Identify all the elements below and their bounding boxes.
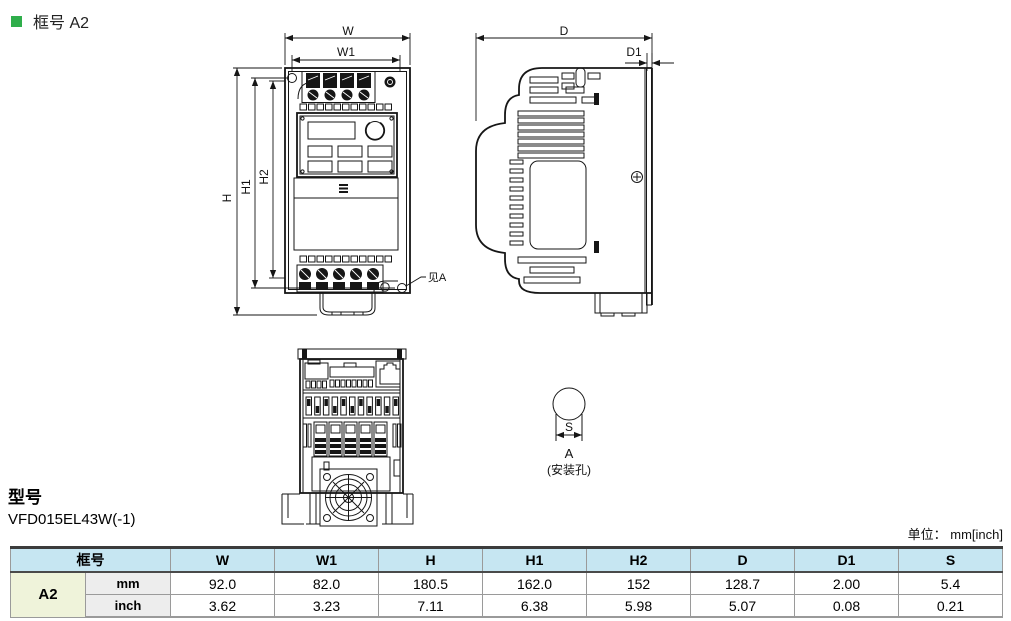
- mounting-hole-bottom: [397, 283, 407, 293]
- vent-row-top: [299, 103, 392, 111]
- table-row-mm: A2 mm 92.0 82.0 180.5 162.0 152 128.7 2.…: [10, 571, 1003, 618]
- col-header-d1: D1: [794, 546, 899, 573]
- model-heading: 型号: [8, 488, 42, 507]
- unit-note: 单位： mm[inch]: [907, 527, 1003, 542]
- unit-cell-mm: mm: [85, 571, 171, 595]
- top-terminal-block: [297, 71, 376, 103]
- dim-h2: H2: [257, 80, 285, 279]
- dim-label-h: H: [222, 194, 234, 203]
- table-row-inch: inch 3.62 3.23 7.11 6.38 5.98 5.07 0.08 …: [11, 594, 1003, 618]
- pot-knob-icon: [384, 76, 396, 88]
- drive-front-body: 见A: [284, 67, 447, 316]
- col-header-h2: H2: [586, 546, 691, 573]
- din-clip: [561, 67, 601, 90]
- keypad-display: [307, 121, 356, 140]
- value-mm-d: 128.7: [690, 571, 795, 595]
- bottom-protrusion: [319, 292, 376, 316]
- value-inch-h1: 6.38: [482, 594, 587, 618]
- dim-s: S: [556, 420, 582, 439]
- col-header-w1: W1: [274, 546, 379, 573]
- keypad-dial: [364, 121, 386, 141]
- model-block: 型号 VFD015EL43W(-1): [8, 483, 136, 528]
- mounting-hole-top: [287, 73, 297, 83]
- value-inch-h2: 5.98: [586, 594, 691, 618]
- value-inch-w: 3.62: [170, 594, 275, 618]
- unit-cell-inch: inch: [85, 594, 171, 618]
- value-inch-d: 5.07: [690, 594, 795, 618]
- side-view-drawing: D D1: [475, 25, 674, 317]
- value-mm-h: 180.5: [378, 571, 483, 595]
- hole-label-a: A: [565, 446, 574, 461]
- dim-label-d: D: [560, 25, 569, 38]
- col-header-frame: 框号: [10, 546, 171, 573]
- value-mm-h2: 152: [586, 571, 691, 595]
- bottom-view-drawing: [281, 348, 414, 527]
- vent-row-bottom: [299, 255, 392, 263]
- front-view-drawing: W W1 H H1 H2: [222, 25, 447, 316]
- keypad-buttons: [307, 145, 393, 173]
- value-mm-s: 5.4: [898, 571, 1003, 595]
- drive-side-body: [475, 67, 653, 317]
- square-bullet-icon: [11, 15, 22, 27]
- frame-title-label: 框号 A2: [33, 15, 90, 32]
- col-header-s: S: [898, 546, 1003, 573]
- power-terminals: [302, 421, 402, 457]
- dimension-table: 框号 W W1 H H1 H2 D D1 S A2 mm 92.0 82.0 1…: [10, 546, 1003, 618]
- dim-w1: W1: [291, 45, 401, 72]
- col-header-w: W: [170, 546, 275, 573]
- dim-label-s: S: [565, 420, 573, 434]
- bottom-terminal-block: [296, 264, 384, 293]
- dim-label-w1: W1: [337, 45, 355, 59]
- dim-h: H: [222, 67, 317, 316]
- see-a-callout: 见A: [405, 272, 447, 287]
- side-slot-column: [509, 159, 524, 246]
- value-inch-h: 7.11: [378, 594, 483, 618]
- value-inch-d1: 0.08: [794, 594, 899, 618]
- rj45-port: [375, 360, 401, 388]
- col-header-d: D: [690, 546, 795, 573]
- middle-cover: [293, 177, 399, 251]
- dim-w: W: [284, 25, 411, 65]
- dim-label-h2: H2: [257, 169, 271, 185]
- value-mm-w: 92.0: [170, 571, 275, 595]
- mounting-hole-detail: S A (安装孔): [547, 387, 591, 477]
- value-inch-w1: 3.23: [274, 594, 379, 618]
- model-number: VFD015EL43W(-1): [8, 511, 136, 528]
- io-connectors: [304, 359, 375, 389]
- section-heading: 框号 A2: [11, 9, 89, 33]
- cooling-fan: [319, 461, 378, 527]
- back-screw-icon: [631, 171, 643, 183]
- frame-id-cell: A2: [10, 571, 86, 618]
- mounting-feet: [281, 493, 414, 525]
- value-mm-d1: 2.00: [794, 571, 899, 595]
- hole-label-name: (安装孔): [547, 462, 591, 477]
- dim-label-h1: H1: [239, 179, 253, 195]
- dim-label-d1: D1: [626, 45, 642, 59]
- value-inch-s: 0.21: [898, 594, 1003, 618]
- lower-vent-slots: [517, 256, 587, 284]
- dim-label-w: W: [342, 25, 354, 38]
- value-mm-w1: 82.0: [274, 571, 379, 595]
- table-header-row: 框号 W W1 H H1 H2 D D1 S: [10, 546, 1003, 573]
- keypad: [296, 112, 398, 178]
- nameplate-area: [529, 160, 587, 250]
- side-bottom-protrusion: [594, 292, 648, 317]
- value-mm-h1: 162.0: [482, 571, 587, 595]
- col-header-h1: H1: [482, 546, 587, 573]
- dip-slot-row: [305, 396, 399, 416]
- col-header-h: H: [378, 546, 483, 573]
- upper-vent-slots: [517, 76, 599, 159]
- see-a-label: 见A: [428, 272, 447, 284]
- drive-bottom-body: [281, 348, 414, 527]
